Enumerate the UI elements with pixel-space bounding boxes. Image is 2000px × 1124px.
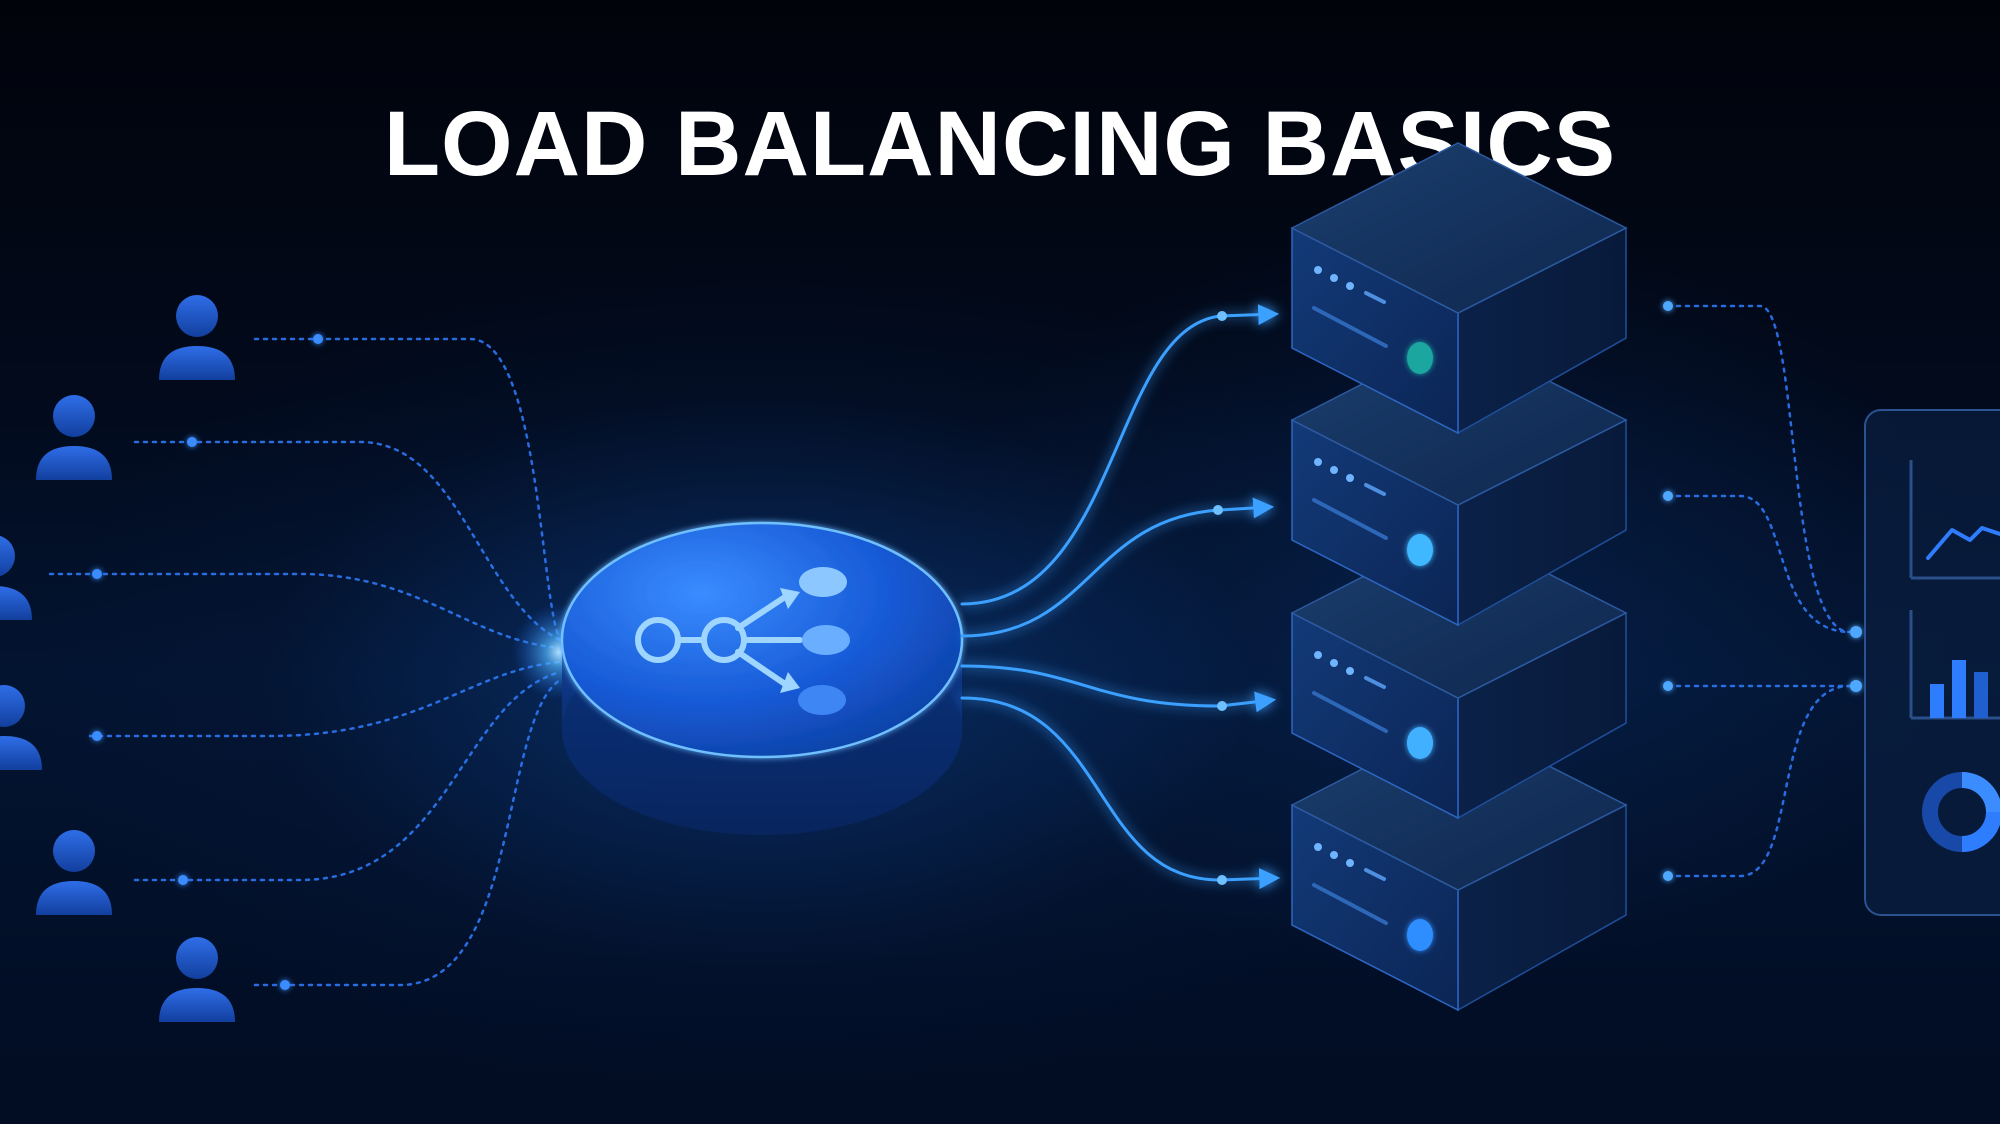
dashboard-line: [1666, 304, 1858, 634]
user-icon: [36, 830, 112, 915]
connection-dot: [92, 731, 102, 741]
dashboard-line-dot: [1850, 626, 1862, 638]
dashboard-panel: [1864, 409, 2000, 916]
connection-line: [133, 440, 562, 642]
client-connection-dots: [92, 334, 323, 990]
server-line-dot: [1217, 311, 1227, 321]
servers-group: [1290, 142, 1628, 1012]
user-icon: [36, 395, 112, 480]
connection-line: [253, 337, 562, 642]
user-icon: [0, 685, 42, 770]
server-line-dot: [1217, 701, 1227, 711]
connection-dot: [187, 437, 197, 447]
network-distribution-icon: [635, 567, 850, 715]
dashboard-line-dot: [1850, 680, 1862, 692]
bar-chart-icon: [1909, 610, 2000, 720]
server-line: [960, 304, 1280, 606]
load-balancer: [560, 521, 964, 835]
donut-chart-icon: [1922, 772, 2000, 852]
clients-group: [0, 295, 235, 1022]
server-line-dots: [1213, 311, 1227, 885]
dashboard-line-dot: [1663, 491, 1673, 501]
line-chart-icon: [1909, 460, 2000, 580]
dashboard-line: [1666, 684, 1852, 878]
user-icon: [159, 937, 235, 1022]
connection-line: [88, 660, 562, 738]
connection-line: [253, 678, 562, 987]
server-line: [960, 664, 1277, 713]
connection-dot: [92, 569, 102, 579]
dashboard-line-dot: [1663, 301, 1673, 311]
user-icon: [159, 295, 235, 380]
server-line-dot: [1213, 505, 1223, 515]
server-line-dot: [1217, 875, 1227, 885]
server-line: [960, 696, 1281, 890]
connection-dot: [178, 875, 188, 885]
dashboard-line-dot: [1663, 681, 1673, 691]
dashboard-line: [1666, 494, 1852, 634]
dashboard-connections: [1666, 304, 1858, 878]
client-connections: [48, 337, 562, 987]
connection-line: [133, 670, 562, 882]
connection-dot: [313, 334, 323, 344]
dashboard-line-dot: [1663, 871, 1673, 881]
connection-line: [48, 572, 562, 650]
server-line: [960, 497, 1275, 638]
dashboard-line-dots: [1663, 301, 1862, 881]
user-icon: [0, 535, 32, 620]
server-icon: [1290, 142, 1628, 435]
connection-dot: [280, 980, 290, 990]
server-connections: [960, 304, 1281, 890]
